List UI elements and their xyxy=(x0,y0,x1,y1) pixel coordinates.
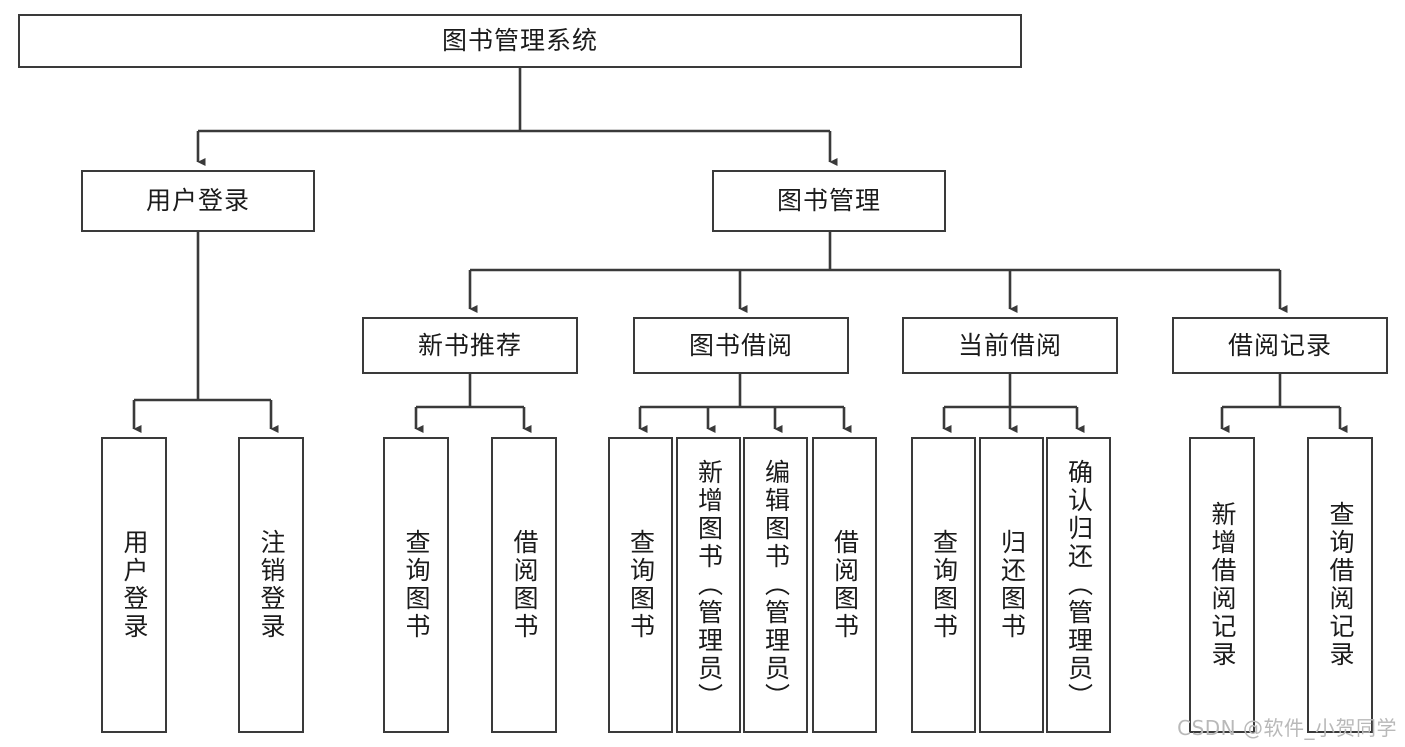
leaf-records-add-record[interactable]: 新增借阅记录 xyxy=(1189,437,1255,733)
node-label: 归还图书 xyxy=(997,529,1027,641)
leaf-borrow-query-book[interactable]: 查询图书 xyxy=(608,437,673,733)
node-current-borrow[interactable]: 当前借阅 xyxy=(902,317,1118,374)
node-label: 查询借阅记录 xyxy=(1326,501,1355,669)
node-label: 查询图书 xyxy=(929,529,959,641)
leaf-borrow-edit-book-admin[interactable]: 编辑图书（管理员） xyxy=(743,437,808,733)
node-borrow-records[interactable]: 借阅记录 xyxy=(1172,317,1388,374)
leaf-current-confirm-return-admin[interactable]: 确认归还（管理员） xyxy=(1046,437,1111,733)
leaf-borrow-add-book-admin[interactable]: 新增图书（管理员） xyxy=(676,437,741,733)
csdn-watermark: CSDN @软件_小贺同学 xyxy=(1177,716,1397,740)
leaf-records-query-record[interactable]: 查询借阅记录 xyxy=(1307,437,1373,733)
node-label: 用户登录 xyxy=(145,186,250,216)
node-label: 当前借阅 xyxy=(957,330,1062,360)
leaf-current-return-book[interactable]: 归还图书 xyxy=(979,437,1044,733)
leaf-user-login-logout[interactable]: 注销登录 xyxy=(238,437,304,733)
node-label: 借阅图书 xyxy=(830,529,860,641)
node-label: 新增图书（管理员） xyxy=(694,459,724,711)
node-book-borrow[interactable]: 图书借阅 xyxy=(633,317,849,374)
node-label: 图书管理 xyxy=(776,186,881,216)
node-label: 图书借阅 xyxy=(688,330,793,360)
node-book-management[interactable]: 图书管理 xyxy=(712,170,946,232)
node-label: 注销登录 xyxy=(257,529,286,641)
leaf-user-login-login[interactable]: 用户登录 xyxy=(101,437,167,733)
node-label: 用户登录 xyxy=(120,529,149,641)
node-label: 新增借阅记录 xyxy=(1208,501,1237,669)
node-label: 新书推荐 xyxy=(417,330,522,360)
leaf-borrow-borrow-book[interactable]: 借阅图书 xyxy=(812,437,877,733)
node-user-login[interactable]: 用户登录 xyxy=(81,170,315,232)
leaf-recommend-query-book[interactable]: 查询图书 xyxy=(383,437,449,733)
node-label: 借阅图书 xyxy=(510,529,539,641)
node-new-book-recommend[interactable]: 新书推荐 xyxy=(362,317,578,374)
leaf-recommend-borrow-book[interactable]: 借阅图书 xyxy=(491,437,557,733)
node-label: 查询图书 xyxy=(626,529,656,641)
node-label: 图书管理系统 xyxy=(441,26,598,56)
node-label: 确认归还（管理员） xyxy=(1064,459,1094,711)
node-label: 编辑图书（管理员） xyxy=(761,459,791,711)
node-label: 借阅记录 xyxy=(1227,330,1332,360)
leaf-current-query-book[interactable]: 查询图书 xyxy=(911,437,976,733)
node-label: 查询图书 xyxy=(402,529,431,641)
node-root-system[interactable]: 图书管理系统 xyxy=(18,14,1022,68)
